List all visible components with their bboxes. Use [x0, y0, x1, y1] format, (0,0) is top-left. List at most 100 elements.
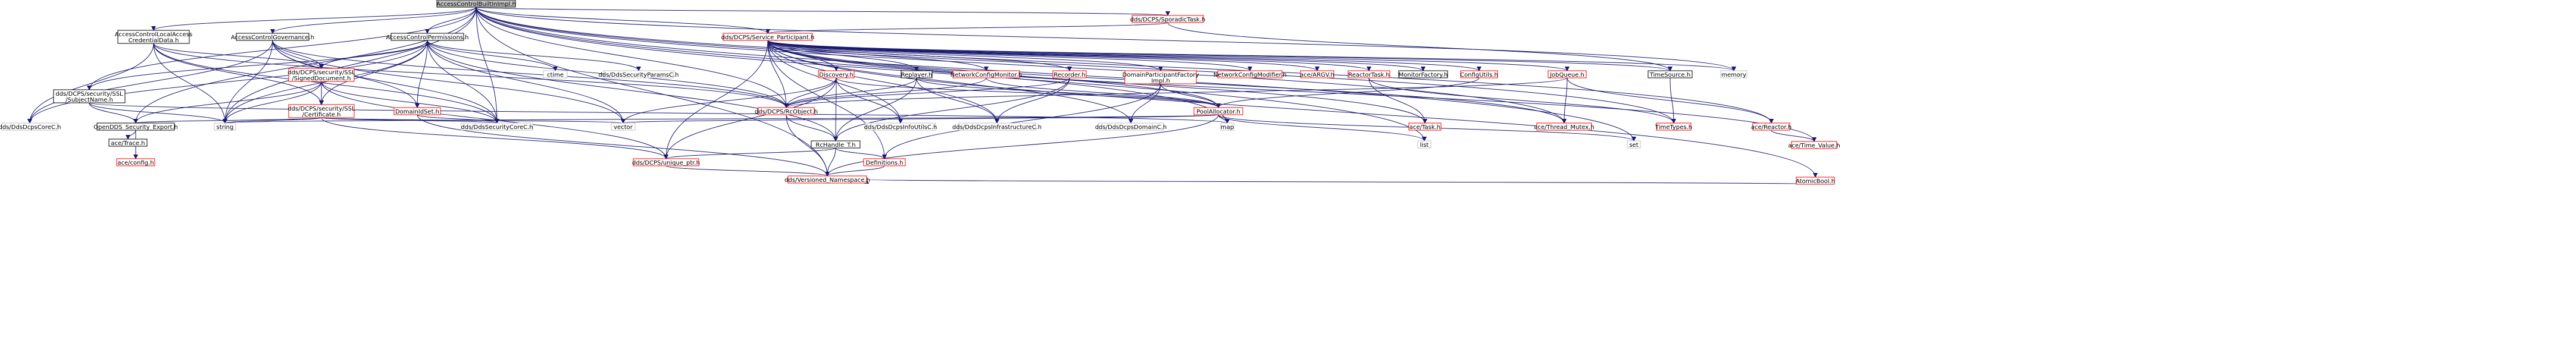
node-vector: vector	[611, 122, 636, 131]
node-dds-ddssecuritycorec-h: dds/DdsSecurityCoreC.h	[461, 122, 533, 131]
node-recorder-h[interactable]: Recorder.h	[1052, 70, 1087, 78]
node-box	[288, 68, 355, 82]
node-label: dds/DCPS/Service_Participant.h	[721, 34, 815, 41]
edge-svc-to-jobq	[767, 40, 1570, 71]
edge-root-to-svc	[476, 7, 770, 34]
edge-signed-to-string	[223, 81, 322, 124]
node-timesource-h[interactable]: TimeSource.h	[1647, 70, 1693, 78]
node-box	[603, 70, 674, 78]
edge-ncm-to-rcobj	[784, 77, 987, 108]
node-configutils-h[interactable]: ConfigUtils.h	[1460, 70, 1498, 78]
node-label: RcHandle_T.h	[815, 142, 855, 149]
edge-discovery-to-vector	[621, 77, 837, 124]
node-dds-dcps-service-participant-h[interactable]: dds/DCPS/Service_Participant.h	[721, 33, 815, 41]
node-label: dds/DdsDcpsCoreC.h	[0, 124, 61, 131]
node-label: vector	[614, 124, 633, 131]
edge-dpfi-to-defs	[882, 83, 1161, 159]
node-box	[1, 122, 58, 131]
node-list: list	[1417, 140, 1431, 149]
node-box	[117, 30, 190, 44]
node-box	[1656, 122, 1692, 131]
node-opendds-security-export-h[interactable]: OpenDDS_Security_Export.h	[93, 122, 178, 131]
node-label: Replayer.h	[901, 72, 933, 78]
edge-replayer-to-rcobj	[784, 77, 917, 108]
node-label: Definitions.h	[865, 160, 903, 166]
node-dds-dcps-sporadictask-h[interactable]: dds/DCPS/SporadicTask.h	[1130, 15, 1205, 23]
node-box	[952, 70, 1020, 78]
node-box	[1548, 70, 1587, 78]
node-label: NetworkConfigModifier.h	[1214, 72, 1287, 78]
node-ace-reactor-h[interactable]: ace/Reactor.h	[1751, 122, 1792, 131]
edge-lac-to-cert	[153, 43, 324, 105]
node-label: ace/Trace.h	[111, 140, 145, 147]
edge-root-to-timetypes	[476, 7, 1676, 124]
edge-reactor-to-timevalue	[1771, 130, 1817, 142]
node-accesscontrolpermissions-h[interactable]: AccessControlPermissions.h	[386, 33, 469, 41]
edge-perm-to-secorec	[427, 40, 499, 124]
node-rchandle-t-h[interactable]: RcHandle_T.h	[811, 140, 861, 149]
node-dds-dcps-unique-ptr-h[interactable]: dds/DCPS/unique_ptr.h	[632, 158, 700, 166]
node-reactortask-h[interactable]: ReactorTask.h	[1348, 70, 1390, 78]
node-dds-dcps-security-ssl-certificate-h[interactable]: dds/DCPS/security/SSL/Certificate.h	[287, 104, 355, 118]
node-label: ace/Thread_Mutex.h	[1534, 124, 1594, 131]
edge-root-to-vns	[476, 7, 830, 177]
node-box	[436, 0, 516, 8]
node-definitions-h[interactable]: Definitions.h	[863, 158, 906, 166]
node-box	[390, 33, 464, 41]
node-box	[901, 70, 933, 78]
node-label: MonitorFactory.h	[1399, 72, 1448, 78]
node-box	[461, 122, 533, 131]
node-dds-ddsdcpsinfrastructurec-h: dds/DdsDcpsInfrastructureC.h	[952, 122, 1042, 131]
edge-svc-to-rcobj	[767, 40, 789, 108]
node-box	[1408, 122, 1442, 131]
node-discovery-h[interactable]: Discovery.h	[818, 70, 855, 78]
node-replayer-h[interactable]: Replayer.h	[901, 70, 933, 78]
edge-root-to-gov	[270, 7, 477, 34]
edge-root-to-sporadic	[476, 7, 1170, 16]
edge-jobq-to-threadmutex	[1562, 77, 1568, 124]
node-label: /Certificate.h	[302, 112, 341, 118]
edge-cert-to-uniqueptr	[321, 117, 668, 159]
node-dds-versioned-namespace-h[interactable]: dds/Versioned_Namespace.h	[784, 175, 870, 184]
edge-lac-to-corec	[27, 43, 154, 124]
edge-lac-to-secorec	[153, 43, 499, 124]
node-dds-dcps-security-ssl-signeddocument-h[interactable]: dds/DCPS/security/SSL/SignedDocument.h	[287, 68, 355, 82]
node-ace-trace-h[interactable]: ace/Trace.h	[108, 138, 148, 147]
node-atomicbool-h[interactable]: AtomicBool.h	[1796, 177, 1835, 185]
node-accesscontrolgovernance-h[interactable]: AccessControlGovernance.h	[231, 33, 314, 41]
node-label: dds/DCPS/security/SSL	[287, 106, 355, 112]
node-dds-dcps-security-ssl-subjectname-h[interactable]: dds/DCPS/security/SSL/SubjectName.h	[53, 89, 126, 103]
node-label: CredentialData.h	[129, 37, 179, 44]
node-monitorfactory-h[interactable]: MonitorFactory.h	[1398, 70, 1448, 78]
edge-lac-to-string	[153, 43, 227, 124]
node-label: dds/DdsDcpsInfoUtilsC.h	[864, 124, 937, 131]
node-box	[96, 122, 175, 131]
node-jobqueue-h[interactable]: JobQueue.h	[1548, 70, 1587, 78]
node-dds-ddsdcpsinfoutilsc-h: dds/DdsDcpsInfoUtilsC.h	[864, 122, 937, 131]
edge-discovery-to-uniqueptr	[664, 77, 837, 159]
node-timetypes-h[interactable]: TimeTypes.h	[1655, 122, 1692, 131]
node-ace-thread-mutex-h[interactable]: ace/Thread_Mutex.h	[1534, 122, 1595, 131]
node-domainidset-h[interactable]: DomainIdSet.h	[393, 107, 441, 115]
node-label: dds/DdsDcpsInfrastructureC.h	[952, 124, 1042, 131]
node-ace-time-value-h[interactable]: ace/Time_Value.h	[1788, 141, 1840, 149]
node-networkconfigmodifier-h[interactable]: NetworkConfigModifier.h	[1214, 70, 1287, 78]
node-ace-argv-h[interactable]: ace/ARGV.h	[1300, 70, 1334, 78]
node-networkconfigmonitor-h[interactable]: NetworkConfigMonitor.h	[951, 70, 1022, 78]
node-dds-dcps-rcobject-h[interactable]: dds/DCPS/RcObject.h	[755, 107, 818, 115]
node-ace-task-h[interactable]: ace/Task.h	[1408, 122, 1442, 131]
node-box	[787, 175, 867, 184]
header-nodes: AccessControlBuiltInImpl.hAccessControlL…	[0, 0, 1840, 185]
node-poolallocator-h[interactable]: PoolAllocator.h	[1193, 107, 1243, 115]
edge-root-to-subj	[87, 7, 477, 90]
node-ace-config-h[interactable]: ace/config.h	[116, 158, 155, 166]
node-box	[633, 158, 699, 166]
edge-svc-to-cfgutils	[767, 40, 1481, 71]
node-label: ReactorTask.h	[1348, 72, 1390, 78]
edge-svc-to-recorder	[767, 40, 1072, 71]
edge-uniqueptr-to-vns	[665, 165, 830, 177]
node-label: ConfigUtils.h	[1460, 72, 1498, 78]
edge-discovery-to-rcobj	[784, 77, 837, 108]
